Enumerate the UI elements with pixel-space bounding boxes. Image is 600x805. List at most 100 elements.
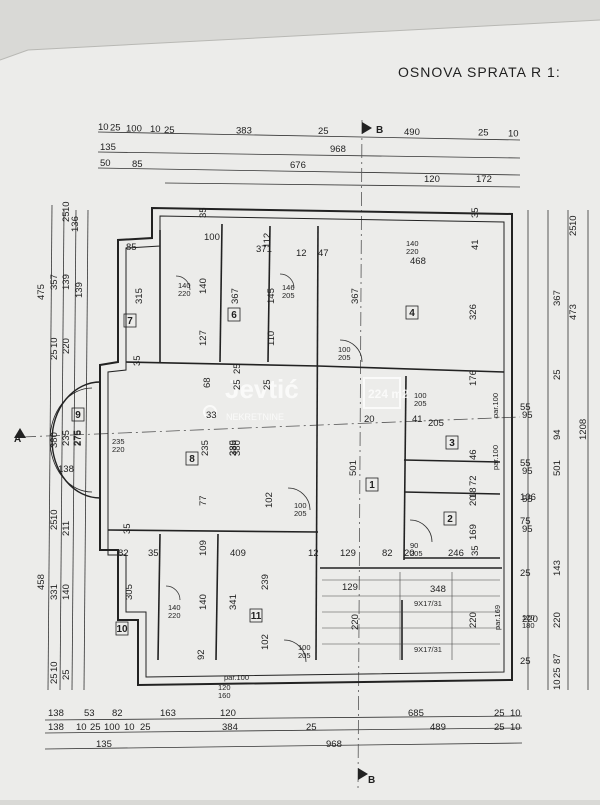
bottom-dim-r1: 138 [48, 708, 64, 719]
interior-dim: 380 [228, 440, 239, 456]
door-label-top: 100 [294, 501, 307, 510]
door-label-top: 100 [414, 391, 427, 400]
bottom-dim-r2: 25 [494, 722, 505, 733]
bottom-dim-r1: 163 [160, 708, 176, 719]
section-mark-b-top: B [376, 125, 383, 136]
door-label-bottom: 205 [282, 291, 295, 300]
left-dim-c3: 140 [61, 584, 72, 600]
watermark-number: 224 m2 [368, 387, 409, 401]
interior-dim: 35 [148, 548, 159, 559]
right-dim-c2: 87 [552, 653, 563, 664]
right-dim-c3: 95 [522, 410, 533, 421]
right-dimension-lines [527, 210, 589, 690]
interior-dim: 85 [126, 242, 137, 253]
left-dim-c2: 25 [49, 349, 60, 360]
top-dim-r1: 100 [126, 123, 142, 134]
room-11-label-box [249, 608, 263, 623]
watermark-brand: Jevtić [225, 374, 299, 404]
interior-dim: 92 [196, 649, 207, 660]
bottom-dim-r2: 10 [124, 722, 135, 733]
right-dim-c3: 95 [522, 466, 533, 477]
interior-dim: 367 [230, 288, 241, 304]
interior-dim: 127 [198, 330, 209, 346]
left-dim-c2: 25 [49, 519, 60, 530]
interior-dim: 33 [206, 410, 217, 421]
door-label-bottom: 205 [414, 399, 427, 408]
room-6-label: 6 [231, 310, 237, 321]
right-dim-c1: 1208 [578, 419, 589, 440]
top-dim-r3: 50 [100, 158, 111, 169]
left-dim-c4: 138 [58, 464, 74, 475]
top-dim-r1: 25 [164, 125, 175, 136]
bottom-dimension-lines [44, 715, 523, 750]
balcony-arc [51, 381, 101, 499]
door-label-top: 140 [406, 239, 419, 248]
interior-dim: 12 [296, 248, 307, 259]
right-dim-c1: 25 [568, 225, 579, 236]
section-line-a [21, 416, 521, 438]
door-label-top: 140 [178, 281, 191, 290]
watermark-sub: NEKRETNINE [226, 412, 284, 422]
interior-dim: 129 [340, 548, 356, 559]
interior-dim: 110 [266, 331, 277, 346]
room-9-label-box [71, 407, 85, 422]
right-dim-c3: 220 [522, 614, 538, 625]
interior-dim: 41 [470, 239, 481, 250]
interior-dim: 109 [198, 540, 209, 556]
interior-dim: 25 [262, 379, 273, 390]
door-label-top: 100 [338, 345, 351, 354]
top-dim-r1: 25 [110, 123, 121, 134]
interior-dim: 205 [428, 418, 444, 429]
right-dim-c3: 95 [522, 524, 533, 535]
interior-dim: 100 [204, 232, 220, 243]
bottom-dim-r2: 138 [48, 722, 64, 733]
bottom-dim-r1: 10 [510, 708, 521, 719]
interior-dim: 341 [228, 594, 239, 610]
bottom-dim-r2: 25 [140, 722, 151, 733]
left-dim-c4: 139 [74, 282, 85, 298]
bottom-dim-r3: 135 [96, 739, 112, 750]
room-7-label-box [123, 313, 137, 328]
interior-dim: 140 [198, 278, 209, 294]
right-dim-c3: 75 [520, 516, 531, 527]
interior-dim: 145 [266, 288, 277, 304]
interior-dim: 20 [468, 495, 479, 506]
left-dim-c3: 139 [61, 274, 72, 290]
door-label-bottom: 205 [410, 549, 423, 558]
room-6-label-box [227, 307, 241, 322]
right-dim-c3: 25 [520, 568, 531, 579]
interior-dim: 326 [468, 304, 479, 320]
left-dim-c3: 25 [61, 211, 72, 222]
interior-dim: 72 [468, 475, 479, 486]
bottom-dim-r3: 968 [326, 739, 342, 750]
section-mark-b-bottom: B [368, 775, 375, 786]
right-dim-c2: 220 [552, 612, 563, 628]
stair-label: 9X17/31 [414, 599, 442, 608]
interior-walls [107, 223, 505, 661]
left-dim-c4: 136 [70, 216, 81, 232]
top-dim-r3: 85 [132, 159, 143, 170]
interior-dim: 129 [342, 582, 358, 593]
right-dim-c2: 501 [552, 460, 563, 476]
door-label-bottom: 205 [338, 353, 351, 362]
room-3-label-box [445, 435, 459, 450]
interior-dim: 315 [134, 288, 145, 304]
interior-dim: 35 [198, 207, 209, 218]
bottom-dim-r2: 25 [306, 722, 317, 733]
interior-dim: 367 [350, 288, 361, 304]
left-dim-c1: 458 [36, 574, 47, 590]
door-label-top: 120 [218, 683, 231, 692]
top-dim-r1: 10 [508, 128, 519, 139]
bottom-dim-r2: 25 [90, 722, 101, 733]
left-dim-c2: 10 [49, 337, 60, 348]
interior-dim: 35 [470, 207, 481, 218]
interior-dim: 18 [468, 487, 479, 498]
right-dim-c3: 55 [520, 402, 531, 413]
interior-dim: 68 [202, 377, 213, 388]
bottom-dim-r2: 10 [510, 722, 521, 733]
top-dim-r1: 490 [404, 127, 420, 138]
interior-dim: 140 [198, 594, 209, 610]
door-label-bottom: 220 [178, 289, 191, 298]
